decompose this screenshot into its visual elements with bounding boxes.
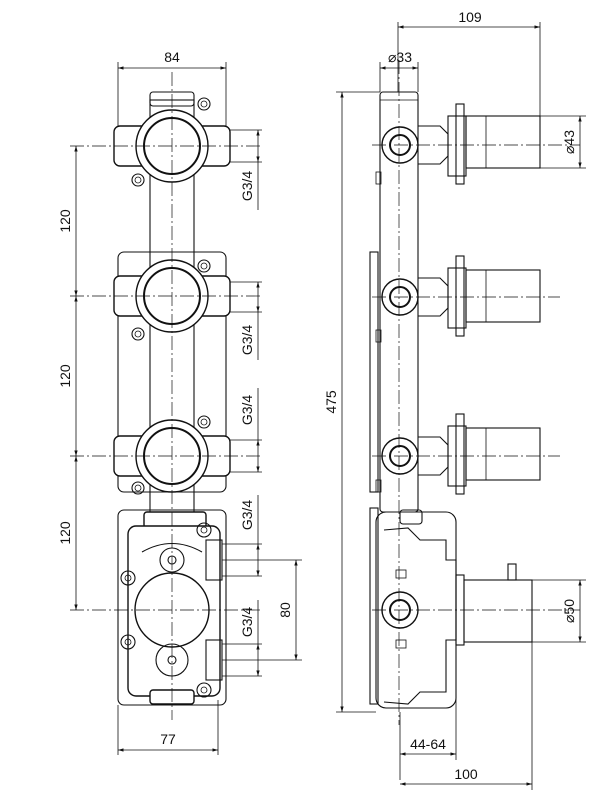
side-handle-diameter: ⌀43	[561, 130, 577, 154]
side-valve-3	[381, 413, 541, 495]
front-thread-4: G3/4	[239, 500, 255, 531]
side-view: 109 ⌀33 ⌀43 475 ⌀50 44-64 100	[323, 9, 586, 790]
side-wall-plate	[369, 251, 379, 493]
side-adjust-range: 44-64	[410, 736, 446, 752]
front-spacing-1: 120	[57, 209, 73, 233]
side-pipe-diameter: ⌀33	[388, 49, 412, 65]
front-thread-3: G3/4	[239, 395, 255, 426]
side-height: 475	[323, 390, 339, 414]
front-outlet-spacing: 80	[277, 602, 293, 618]
side-mixer	[375, 509, 533, 709]
front-thread-2: G3/4	[239, 325, 255, 356]
front-mixer-block	[120, 511, 223, 705]
side-base-depth: 100	[454, 766, 478, 782]
front-width-bottom: 77	[160, 731, 176, 747]
front-thread-5: G3/4	[239, 607, 255, 638]
side-total-depth: 109	[458, 9, 482, 25]
side-valve-2	[381, 255, 541, 337]
front-spacing-2: 120	[57, 364, 73, 388]
front-thread-1: G3/4	[239, 171, 255, 202]
side-mixer-diameter: ⌀50	[561, 599, 577, 623]
front-spacing-3: 120	[57, 521, 73, 545]
side-valve-1	[381, 103, 541, 185]
front-width-top: 84	[164, 49, 180, 65]
front-view: 84 77 120 120 120 G3/4 G3/4 G3/4 G3/4	[57, 49, 302, 755]
